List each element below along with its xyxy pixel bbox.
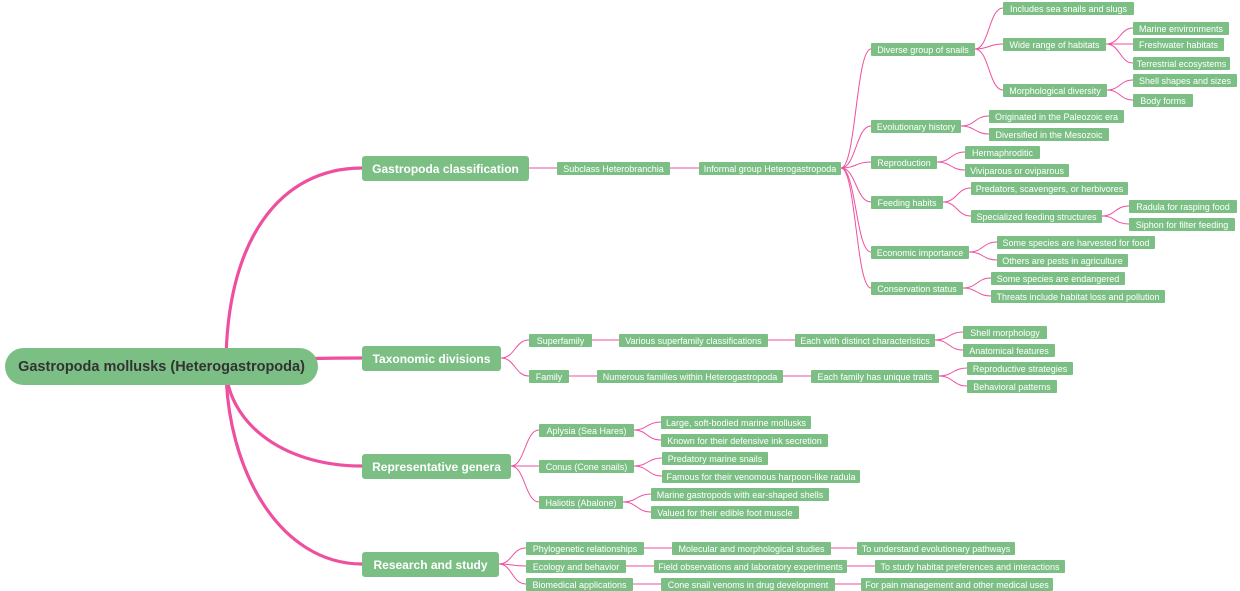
node-phylogenetic[interactable]: Phylogenetic relationships xyxy=(526,542,644,555)
node-reproduction[interactable]: Reproduction xyxy=(871,156,937,169)
leaf-threats[interactable]: Threats include habitat loss and polluti… xyxy=(991,290,1165,303)
leaf-soft-bodied[interactable]: Large, soft-bodied marine mollusks xyxy=(661,416,811,429)
leaf-freshwater[interactable]: Freshwater habitats xyxy=(1133,38,1224,51)
leaf-ear-shaped[interactable]: Marine gastropods with ear-shaped shells xyxy=(651,488,829,501)
node-subclass[interactable]: Subclass Heterobranchia xyxy=(557,162,670,175)
node-aplysia[interactable]: Aplysia (Sea Hares) xyxy=(539,424,634,437)
node-unique-traits[interactable]: Each family has unique traits xyxy=(811,370,939,383)
node-ecology-behavior[interactable]: Ecology and behavior xyxy=(526,560,626,573)
leaf-pain-management[interactable]: For pain management and other medical us… xyxy=(861,578,1053,591)
node-feeding-structures[interactable]: Specialized feeding structures xyxy=(971,210,1102,223)
leaf-mesozoic[interactable]: Diversified in the Mesozoic xyxy=(989,128,1109,141)
node-evolutionary-history[interactable]: Evolutionary history xyxy=(871,120,961,133)
leaf-terrestrial[interactable]: Terrestrial ecosystems xyxy=(1133,57,1230,70)
root-node[interactable]: Gastropoda mollusks (Heterogastropoda) xyxy=(5,348,318,385)
leaf-hermaphroditic[interactable]: Hermaphroditic xyxy=(965,146,1040,159)
node-feeding-habits[interactable]: Feeding habits xyxy=(871,196,943,209)
branch-research-and-study[interactable]: Research and study xyxy=(362,552,499,577)
node-diverse-group[interactable]: Diverse group of snails xyxy=(871,43,975,56)
leaf-harpoon[interactable]: Famous for their venomous harpoon-like r… xyxy=(662,470,860,483)
node-conus[interactable]: Conus (Cone snails) xyxy=(539,460,634,473)
node-family[interactable]: Family xyxy=(529,370,569,383)
leaf-predatory[interactable]: Predatory marine snails xyxy=(662,452,768,465)
node-field-observations[interactable]: Field observations and laboratory experi… xyxy=(654,560,847,573)
leaf-endangered[interactable]: Some species are endangered xyxy=(991,272,1125,285)
branch-gastropoda-classification[interactable]: Gastropoda classification xyxy=(362,156,529,181)
leaf-viviparous[interactable]: Viviparous or oviparous xyxy=(965,164,1069,177)
leaf-behavioral-patterns[interactable]: Behavioral patterns xyxy=(967,380,1057,393)
node-distinct-characteristics[interactable]: Each with distinct characteristics xyxy=(795,334,935,347)
branch-representative-genera[interactable]: Representative genera xyxy=(362,454,511,479)
leaf-ink-secretion[interactable]: Known for their defensive ink secretion xyxy=(661,434,828,447)
node-haliotis[interactable]: Haliotis (Abalone) xyxy=(539,496,623,509)
leaf-paleozoic[interactable]: Originated in the Paleozoic era xyxy=(989,110,1124,123)
leaf-anatomical-features[interactable]: Anatomical features xyxy=(963,344,1055,357)
node-superfamily-classifications[interactable]: Various superfamily classifications xyxy=(619,334,768,347)
leaf-habitat-preferences[interactable]: To study habitat preferences and interac… xyxy=(875,560,1065,573)
leaf-radula[interactable]: Radula for rasping food xyxy=(1129,200,1237,213)
node-conservation-status[interactable]: Conservation status xyxy=(871,282,963,295)
leaf-body-forms[interactable]: Body forms xyxy=(1133,94,1193,107)
leaf-pests[interactable]: Others are pests in agriculture xyxy=(997,254,1128,267)
leaf-edible-foot[interactable]: Valued for their edible foot muscle xyxy=(651,506,799,519)
node-molecular-studies[interactable]: Molecular and morphological studies xyxy=(672,542,831,555)
leaf-shell-shapes[interactable]: Shell shapes and sizes xyxy=(1133,74,1237,87)
node-numerous-families[interactable]: Numerous families within Heterogastropod… xyxy=(597,370,783,383)
node-informal-group[interactable]: Informal group Heterogastropoda xyxy=(699,162,841,175)
node-includes[interactable]: Includes sea snails and slugs xyxy=(1003,2,1134,15)
leaf-siphon[interactable]: Siphon for filter feeding xyxy=(1129,218,1235,231)
node-cone-venoms[interactable]: Cone snail venoms in drug development xyxy=(661,578,835,591)
leaf-predators[interactable]: Predators, scavengers, or herbivores xyxy=(971,182,1128,195)
node-morphological[interactable]: Morphological diversity xyxy=(1003,84,1107,97)
node-economic-importance[interactable]: Economic importance xyxy=(871,246,969,259)
leaf-shell-morphology[interactable]: Shell morphology xyxy=(963,326,1047,339)
leaf-reproductive-strategies[interactable]: Reproductive strategies xyxy=(967,362,1073,375)
node-superfamily[interactable]: Superfamily xyxy=(529,334,592,347)
node-biomedical[interactable]: Biomedical applications xyxy=(526,578,633,591)
leaf-harvested[interactable]: Some species are harvested for food xyxy=(997,236,1155,249)
leaf-evolutionary-pathways[interactable]: To understand evolutionary pathways xyxy=(857,542,1015,555)
node-habitats[interactable]: Wide range of habitats xyxy=(1003,38,1106,51)
leaf-marine[interactable]: Marine environments xyxy=(1133,22,1229,35)
branch-taxonomic-divisions[interactable]: Taxonomic divisions xyxy=(362,346,501,371)
